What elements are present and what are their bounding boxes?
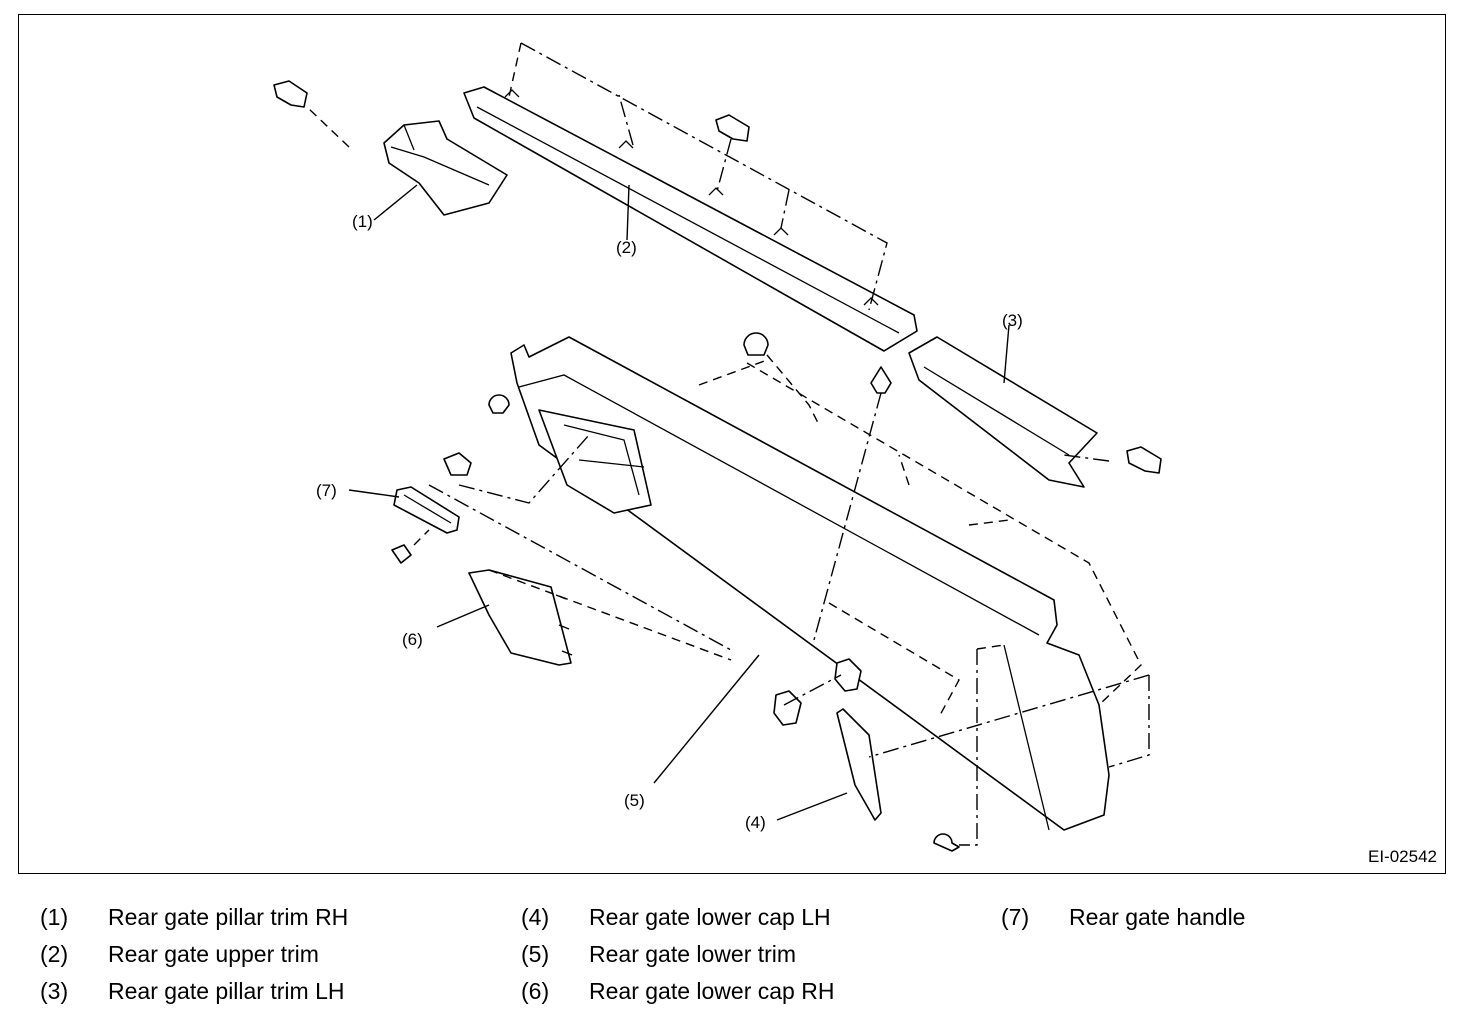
legend-text: Rear gate pillar trim LH	[108, 978, 345, 1004]
handle-nut	[443, 452, 472, 476]
legend-number: (1)	[40, 904, 69, 930]
callout-3: (3)	[1002, 311, 1023, 330]
exploded-diagram: (1) (2) (3) (4) (5) (6) (7) EI-02542	[18, 14, 1446, 874]
legend-number: (2)	[40, 941, 69, 967]
callout-5: (5)	[624, 791, 645, 810]
legend-number: (4)	[521, 904, 550, 930]
diagram-drawing: (1) (2) (3) (4) (5) (6) (7)	[273, 42, 1162, 852]
legend-text: Rear gate pillar trim RH	[108, 904, 349, 930]
legend-number: (6)	[521, 978, 550, 1004]
callout-2: (2)	[616, 238, 637, 257]
callout-7: (7)	[316, 481, 337, 500]
legend-text: Rear gate lower cap RH	[589, 978, 835, 1004]
legend-number: (5)	[521, 941, 550, 967]
lower-cap-rh-part	[468, 569, 573, 666]
legend-number: (7)	[1001, 904, 1030, 930]
clip-upper-trim	[715, 114, 750, 142]
clip-rh-upper	[273, 80, 308, 108]
legend-text: Rear gate lower trim	[589, 941, 797, 967]
clip-center-right	[870, 366, 892, 394]
callout-1: (1)	[352, 212, 373, 231]
lower-trim-part	[510, 336, 1110, 831]
leader-lines	[348, 184, 1010, 821]
callout-6: (6)	[402, 630, 423, 649]
legend-text: Rear gate lower cap LH	[589, 904, 831, 930]
legend-number: (3)	[40, 978, 69, 1004]
cap-square-left	[773, 690, 802, 726]
figure-id: EI-02542	[1368, 847, 1437, 866]
pillar-trim-rh-part	[273, 80, 508, 216]
handle-part	[391, 452, 472, 564]
clip-left	[488, 394, 510, 414]
clip-bottom	[933, 833, 960, 852]
legend-text: Rear gate upper trim	[108, 941, 319, 967]
parts-legend: (1) Rear gate pillar trim RH (2) Rear ga…	[40, 898, 1460, 1018]
callout-4: (4)	[745, 813, 766, 832]
alignment-lines	[306, 42, 1150, 846]
pillar-trim-lh-part	[908, 336, 1162, 488]
clip-lh	[1126, 446, 1162, 474]
clip-center-left	[743, 332, 769, 356]
upper-trim-part	[463, 86, 918, 352]
cap-square-right	[834, 658, 862, 692]
legend-text: Rear gate handle	[1069, 904, 1246, 930]
handle-screw	[391, 544, 412, 564]
